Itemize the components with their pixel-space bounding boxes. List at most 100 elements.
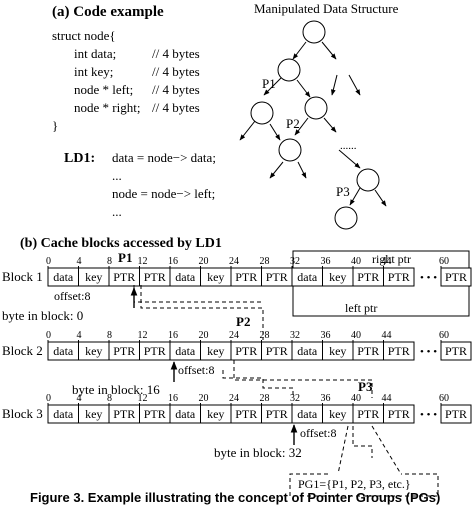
offset-tick: 16 <box>168 393 178 404</box>
cell-label: PTR <box>266 270 288 284</box>
offset-tick: 28 <box>260 330 270 341</box>
offset-tick: 8 <box>107 393 112 404</box>
offset-tick: 36 <box>321 256 331 267</box>
offset-tick: 24 <box>229 393 239 404</box>
cell-label: key <box>207 344 224 358</box>
block-connectors <box>133 285 439 497</box>
block-ellipsis: • • • <box>420 346 437 358</box>
code-block: struct node{ int data; // 4 bytes int ke… <box>52 28 200 133</box>
code-line: node * right; <box>74 100 140 115</box>
cell-label: key <box>329 270 346 284</box>
tree-node-p2 <box>304 96 328 120</box>
byte-in-block-label: byte in block: 32 <box>214 445 302 460</box>
offset-tick: 12 <box>138 330 148 341</box>
offset-tick: 32 <box>290 256 300 267</box>
cell-label: data <box>297 270 318 284</box>
right-ptr-label: right ptr <box>372 252 411 266</box>
ld-label: LD1: <box>64 151 95 166</box>
block-ellipsis: • • • <box>420 272 437 284</box>
cell-label: data <box>53 270 74 284</box>
block-label: Block 2 <box>2 343 43 358</box>
offset-tick: 8 <box>107 256 112 267</box>
cell-label: PTR <box>113 344 135 358</box>
offset-tick: 40 <box>351 256 361 267</box>
tree-edge <box>263 77 282 96</box>
block-ellipsis: • • • <box>420 409 437 421</box>
offset-tick: 16 <box>168 256 178 267</box>
panel-b-heading: (b) Cache blocks accessed by LD1 <box>20 236 222 251</box>
left-ptr-label: left ptr <box>345 301 377 315</box>
cell-label: PTR <box>357 407 379 421</box>
cell-label: key <box>85 270 102 284</box>
cell-label: data <box>53 344 74 358</box>
cell-label: PTR <box>357 270 379 284</box>
offset-tick: 60 <box>439 256 449 267</box>
cell-label: PTR <box>144 344 166 358</box>
figure-caption: Figure 3. Example illustrating the conce… <box>30 490 441 505</box>
cell-label: key <box>207 407 224 421</box>
byte-in-block-label: byte in block: 0 <box>2 308 83 323</box>
offset-label: offset:8 <box>178 363 214 377</box>
offset-tick: 32 <box>290 330 300 341</box>
offset-tick: 44 <box>382 256 392 267</box>
offset-tick: 24 <box>229 256 239 267</box>
offset-tick: 28 <box>260 256 270 267</box>
tree-edge <box>323 117 337 133</box>
cell-label: PTR <box>266 344 288 358</box>
tree-edge <box>292 41 307 60</box>
offset-tick: 40 <box>351 393 361 404</box>
code-line: node * left; <box>74 82 133 97</box>
offset-tick: 4 <box>77 330 82 341</box>
offset-tick: 60 <box>439 393 449 404</box>
tree-node-root <box>302 20 326 44</box>
offset-tick: 32 <box>290 393 300 404</box>
cell-label: key <box>85 344 102 358</box>
offset-tick: 16 <box>168 330 178 341</box>
code-comment: // 4 bytes <box>152 82 200 97</box>
pointer-label: P1 <box>118 250 132 265</box>
pointer-label: P2 <box>236 314 250 329</box>
cell-label: PTR <box>388 344 410 358</box>
tree-node-p1 <box>277 58 301 82</box>
cell-label: PTR <box>357 344 379 358</box>
offset-tick: 20 <box>199 330 209 341</box>
code-comment: // 4 bytes <box>152 100 200 115</box>
pg-line-l <box>337 425 349 475</box>
tree-edge <box>296 79 311 98</box>
tree-edge <box>374 189 387 207</box>
tree-edge <box>338 149 361 169</box>
tree-edge <box>321 41 337 60</box>
tree-label-p3: P3 <box>336 184 350 199</box>
ld-block: LD1: data = node−> data; ... node = node… <box>64 150 216 219</box>
connector-b1-top <box>133 285 263 303</box>
offset-tick: 0 <box>46 330 51 341</box>
cache-cell <box>440 341 472 361</box>
offset-tick: 0 <box>46 393 51 404</box>
offset-tick: 60 <box>439 330 449 341</box>
tree-edge <box>239 120 256 141</box>
tree-edge <box>269 161 284 179</box>
offset-tick: 28 <box>260 393 270 404</box>
cell-label: data <box>297 344 318 358</box>
ld-line: node = node−> left; <box>112 186 215 201</box>
offset-tick: 0 <box>46 256 51 267</box>
cell-label: key <box>85 407 102 421</box>
code-line: int data; <box>74 46 116 61</box>
cell-label: data <box>297 407 318 421</box>
cache-cell <box>383 267 415 287</box>
block-label: Block 1 <box>2 269 43 284</box>
tree-ellipsis: ...... <box>340 140 357 152</box>
connector-b1-b2 <box>140 285 264 340</box>
tree-node-p3 <box>334 206 358 230</box>
tree-node <box>278 138 302 162</box>
cell-label: PTR <box>388 270 410 284</box>
cell-label: data <box>175 270 196 284</box>
cell-label: PTR <box>113 407 135 421</box>
cell-label: data <box>175 344 196 358</box>
cache-cell <box>440 267 472 287</box>
cell-label: PTR <box>235 270 257 284</box>
cache-cell <box>440 404 472 424</box>
